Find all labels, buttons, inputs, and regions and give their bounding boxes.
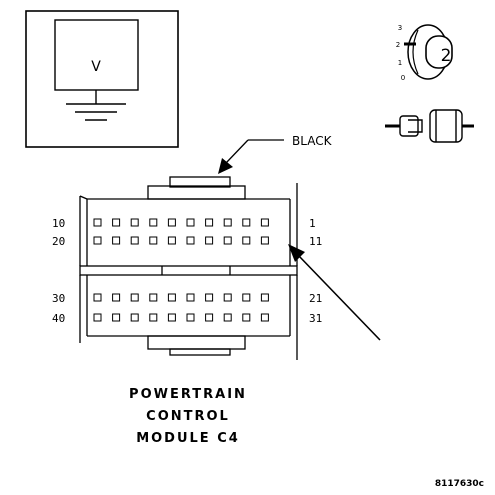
ignition-position-2: 2 (396, 41, 400, 49)
wire-callout-arrow (218, 139, 284, 174)
pin-cavity (186, 236, 195, 245)
ignition-selected-position: 2 (441, 46, 452, 66)
voltmeter-frame (25, 10, 179, 148)
pin-cavity (93, 293, 102, 302)
pin-cavity (149, 293, 158, 302)
pin-cavity (186, 313, 195, 322)
pin-label-row1-left: 10 (52, 217, 65, 230)
pin-cavity (112, 236, 121, 245)
pin-cavity (223, 313, 232, 322)
figure-id: 8117630c (435, 479, 484, 489)
pin-cavity (167, 313, 176, 322)
pin-cavity (205, 218, 214, 227)
pin-cavity (223, 236, 232, 245)
connector-title-line1: POWERTRAIN (129, 387, 247, 402)
pin-label-row1-right: 1 (309, 217, 316, 230)
ignition-position-0: 0 (401, 74, 405, 82)
pin-cavity (112, 218, 121, 227)
pin-cavity (242, 218, 251, 227)
pin-label-row2-left: 20 (52, 235, 65, 248)
pin-cavity (223, 293, 232, 302)
connector-bottom-latch (169, 348, 231, 356)
voltmeter-symbol: V (91, 59, 101, 75)
pin-label-row3-left: 30 (52, 292, 65, 305)
pin-cavity (205, 313, 214, 322)
pin-cavity (149, 236, 158, 245)
pin-cavity (167, 218, 176, 227)
pin-cavity (130, 236, 139, 245)
connector-pin-cavities (93, 218, 269, 322)
connector-top-latch (169, 176, 231, 188)
pin-cavity (93, 218, 102, 227)
pin-label-row2-right: 11 (309, 235, 322, 248)
pin-cavity (112, 313, 121, 322)
pin-cavity (130, 313, 139, 322)
ignition-position-3: 3 (398, 24, 402, 32)
pin-cavity (186, 218, 195, 227)
pin-cavity (260, 313, 269, 322)
pin-cavity (242, 236, 251, 245)
pin-cavity (205, 293, 214, 302)
pin-label-row3-right: 21 (309, 292, 322, 305)
pin-cavity (205, 236, 214, 245)
connector-title-line2: CONTROL (146, 409, 230, 424)
voltmeter-display (54, 19, 139, 91)
pin-cavity (130, 293, 139, 302)
ground-icon (66, 90, 126, 121)
pin-cavity (130, 218, 139, 227)
pin-cavity (149, 218, 158, 227)
pin-cavity (223, 218, 232, 227)
pin-cavity (242, 313, 251, 322)
pin-cavity (260, 218, 269, 227)
connector-c4 (79, 176, 298, 360)
pin-label-row4-left: 40 (52, 312, 65, 325)
pin-cavity (149, 313, 158, 322)
pin-cavity (260, 236, 269, 245)
wire-color-label: BLACK (292, 134, 333, 148)
pin-cavity (167, 236, 176, 245)
pin-cavity (260, 293, 269, 302)
pin-cavity (167, 293, 176, 302)
connector-bottom-housing (147, 335, 246, 350)
ignition-switch-icon: 3 2 1 0 2 (396, 24, 453, 82)
test-pin-arrow (288, 244, 381, 341)
back-probe-icon (385, 109, 474, 143)
pin-cavity (242, 293, 251, 302)
connector-top-housing (147, 185, 246, 200)
pin-cavity (186, 293, 195, 302)
key-icon (425, 35, 453, 69)
connector-center-divider (79, 265, 298, 276)
pin-label-row4-right: 31 (309, 312, 322, 325)
ignition-position-1: 1 (398, 59, 402, 67)
connector-upper-shell (79, 183, 298, 266)
pin-cavity (112, 293, 121, 302)
pin-cavity (93, 313, 102, 322)
voltmeter-panel: V (25, 10, 179, 148)
pin-cavity (93, 236, 102, 245)
connector-title-line3: MODULE C4 (136, 431, 240, 446)
